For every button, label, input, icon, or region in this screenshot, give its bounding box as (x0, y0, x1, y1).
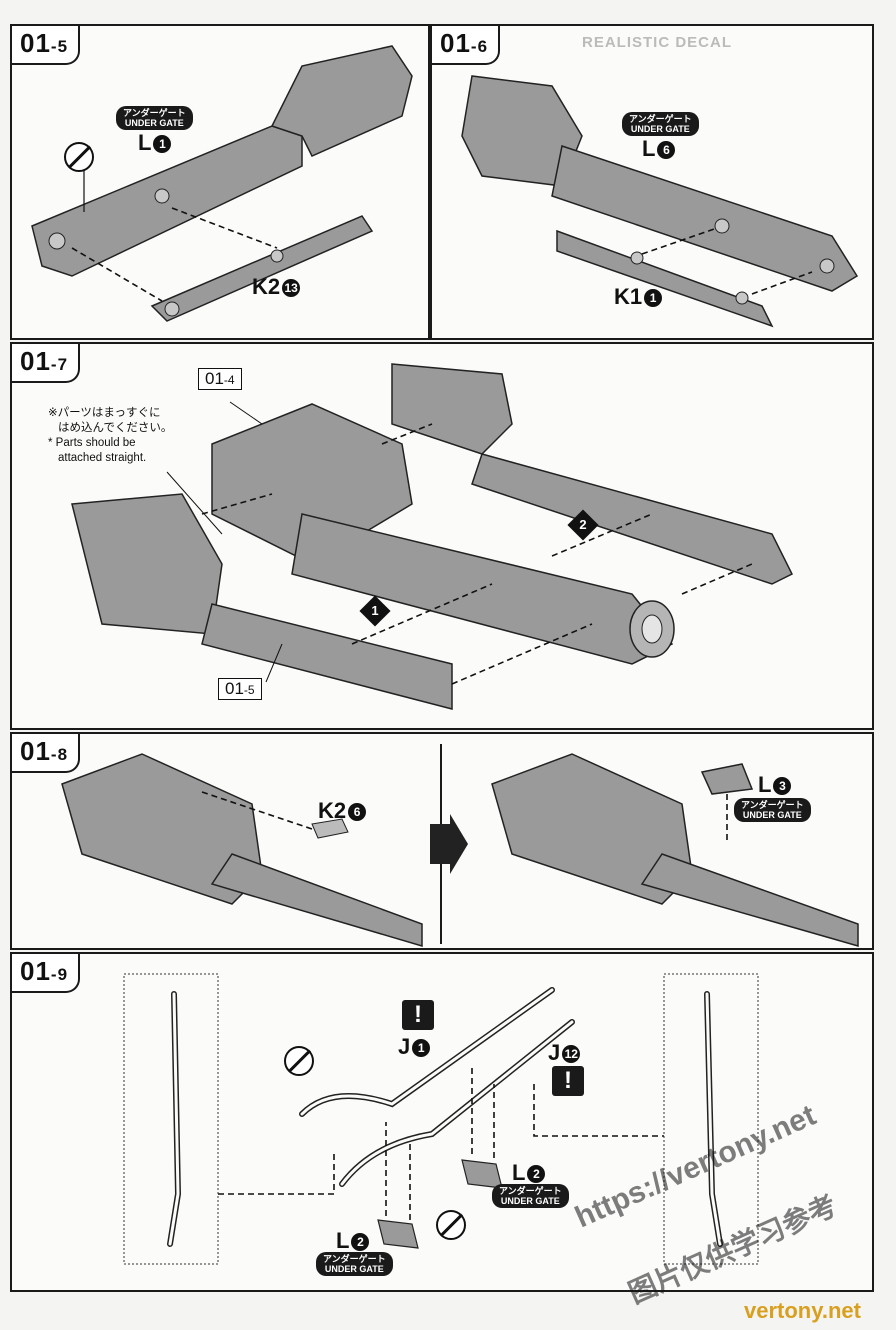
step-number: 01-7 (12, 344, 81, 383)
step-number: 01-9 (12, 954, 81, 993)
step-panel-01-7: 01-7 01-4 01-5 ※パーツはまっすぐにはめ (10, 342, 874, 730)
step-number: 01-5 (12, 26, 81, 65)
step-number: 01-8 (12, 734, 81, 773)
step-panel-01-9: 01-9 (10, 952, 874, 1292)
ref-step-01-5: 01-5 (218, 678, 262, 700)
watermark-footer: vertony.net (744, 1298, 861, 1323)
assembly-drawing (61, 753, 859, 948)
no-cut-icon (64, 142, 94, 172)
assembly-drawing (71, 363, 794, 710)
caution-icon: ! (402, 1000, 434, 1030)
no-cut-icon (436, 1210, 466, 1240)
order-marker-2: 2 (567, 509, 599, 541)
caution-icon: ! (552, 1066, 584, 1096)
no-cut-icon (284, 1046, 314, 1076)
ref-step-01-4: 01-4 (198, 368, 242, 390)
step-number: 01-6 (432, 26, 501, 65)
decal-header: REALISTIC DECAL (582, 34, 732, 51)
assembly-drawing (461, 75, 859, 328)
assembly-drawing (31, 45, 413, 322)
assembly-drawing (123, 973, 759, 1265)
order-marker-1: 1 (359, 595, 391, 627)
